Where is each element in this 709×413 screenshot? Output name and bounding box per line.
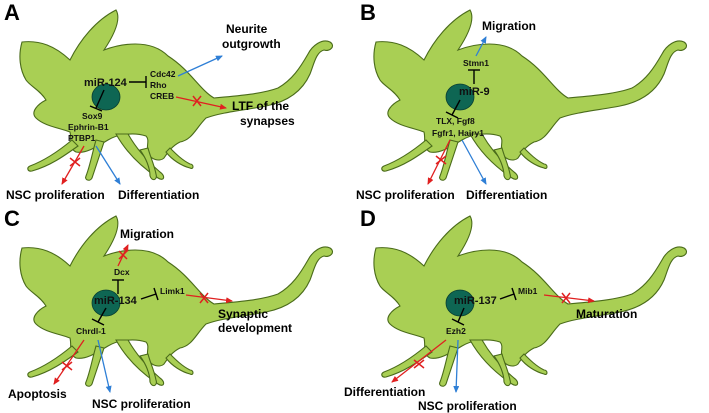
outcome-ltf-line1: LTF of the (232, 99, 289, 113)
arrow-b-migration (475, 36, 487, 57)
arrow-d-proliferation (453, 339, 460, 393)
inhibition-line-c-right (140, 293, 157, 300)
inhibition-bar-a-down (89, 105, 103, 112)
arrow-b-differentiation (461, 139, 487, 185)
arrow-a-proliferation-blocked (61, 145, 85, 185)
inhibition-bar-c-down (91, 318, 105, 326)
target-tlx-fgf8: TLX, Fgf8 (436, 116, 475, 126)
block-mark-c-synaptic (199, 292, 209, 304)
outcome-neurite-line1: Neurite (226, 22, 268, 36)
arrow-a-differentiation (95, 145, 121, 185)
panel-a: A miR-124 Cdc42 Rho CREB Sox9 Ephrin-B1 … (4, 0, 334, 202)
mirna-label-c: miR-134 (94, 295, 138, 307)
mirna-label-a: miR-124 (84, 77, 128, 89)
outcome-c-migration: Migration (120, 227, 174, 241)
block-mark-d-maturation (561, 292, 571, 304)
arrow-d-maturation-blocked (543, 294, 595, 304)
neuron-cell-d (373, 215, 688, 387)
arrow-c-proliferation (97, 339, 112, 393)
block-mark-b-proliferation (435, 155, 447, 165)
mirna-label-d: miR-137 (454, 295, 497, 307)
mirna-label-b: miR-9 (459, 86, 490, 98)
inhibition-bar-b-down (445, 111, 459, 119)
inhibition-line-d-down (457, 307, 465, 323)
target-ezh2: Ezh2 (446, 326, 466, 336)
outcome-d-maturation: Maturation (576, 307, 637, 321)
outcome-a-proliferation: NSC proliferation (6, 188, 105, 202)
inhibition-line-c-down (97, 307, 107, 323)
outcome-b-proliferation: NSC proliferation (356, 188, 455, 202)
panel-d: D miR-137 Mib1 Maturation Ezh2 Different… (344, 206, 688, 413)
panel-c: C Migration Dcx miR-134 Limk1 Synaptic d… (4, 206, 334, 411)
outcome-neurite-line2: outgrowth (222, 37, 281, 51)
neuron-cell-b (373, 9, 688, 181)
target-creb: CREB (150, 91, 174, 101)
arrow-neurite-outgrowth (177, 55, 223, 77)
outcome-c-synaptic-line1: Synaptic (218, 307, 268, 321)
block-mark-a-ltf (192, 95, 202, 107)
panel-letter-d: D (360, 206, 376, 231)
target-sox9: Sox9 (82, 111, 103, 121)
target-ephrin-b1: Ephrin-B1 (68, 122, 109, 132)
outcome-d-proliferation: NSC proliferation (418, 399, 517, 413)
target-dcx: Dcx (114, 267, 130, 277)
target-chrdl-1: Chrdl-1 (76, 326, 106, 336)
block-mark-c-migration (118, 250, 128, 260)
arrow-c-apoptosis-blocked (53, 339, 85, 385)
outcome-c-proliferation: NSC proliferation (92, 397, 191, 411)
inhibition-bar-d-right (511, 287, 517, 301)
target-fgfr1-hairy1: Fgfr1, Hairy1 (432, 128, 484, 138)
inhibition-bar-c-right (153, 287, 159, 301)
arrow-ltf-blocked (175, 96, 227, 110)
target-rho: Rho (150, 80, 167, 90)
inhibition-bar-d-down (451, 318, 465, 326)
panel-letter-c: C (4, 206, 20, 231)
inhibition-line-b-down (451, 99, 461, 116)
panel-b: B Migration Stmn1 miR-9 TLX, Fgf8 Fgfr1,… (356, 0, 688, 202)
neuron-cell-c (19, 215, 334, 387)
inhibition-line-d-right (499, 293, 515, 300)
outcome-d-differentiation: Differentiation (344, 385, 425, 399)
target-ptbp1: PTBP1 (68, 133, 96, 143)
block-mark-c-apoptosis (61, 361, 73, 371)
target-limk1: Limk1 (160, 286, 185, 296)
block-mark-d-differentiation (413, 359, 425, 369)
target-stmn1: Stmn1 (463, 58, 489, 68)
arrow-c-synaptic-blocked (185, 294, 233, 304)
outcome-c-apoptosis: Apoptosis (8, 387, 67, 401)
panel-letter-b: B (360, 0, 376, 25)
outcome-b-migration: Migration (482, 19, 536, 33)
outcome-ltf-line2: synapses (240, 114, 295, 128)
outcome-c-synaptic-line2: development (218, 321, 292, 335)
target-cdc42: Cdc42 (150, 69, 176, 79)
inhibition-line-a-down (95, 89, 105, 109)
panel-letter-a: A (4, 0, 20, 25)
neuron-cell-a (19, 9, 334, 181)
outcome-a-differentiation: Differentiation (118, 188, 199, 202)
arrow-d-differentiation-blocked (391, 339, 447, 383)
outcome-b-differentiation: Differentiation (466, 188, 547, 202)
target-mib1: Mib1 (518, 286, 538, 296)
block-mark-a-proliferation (69, 157, 81, 167)
